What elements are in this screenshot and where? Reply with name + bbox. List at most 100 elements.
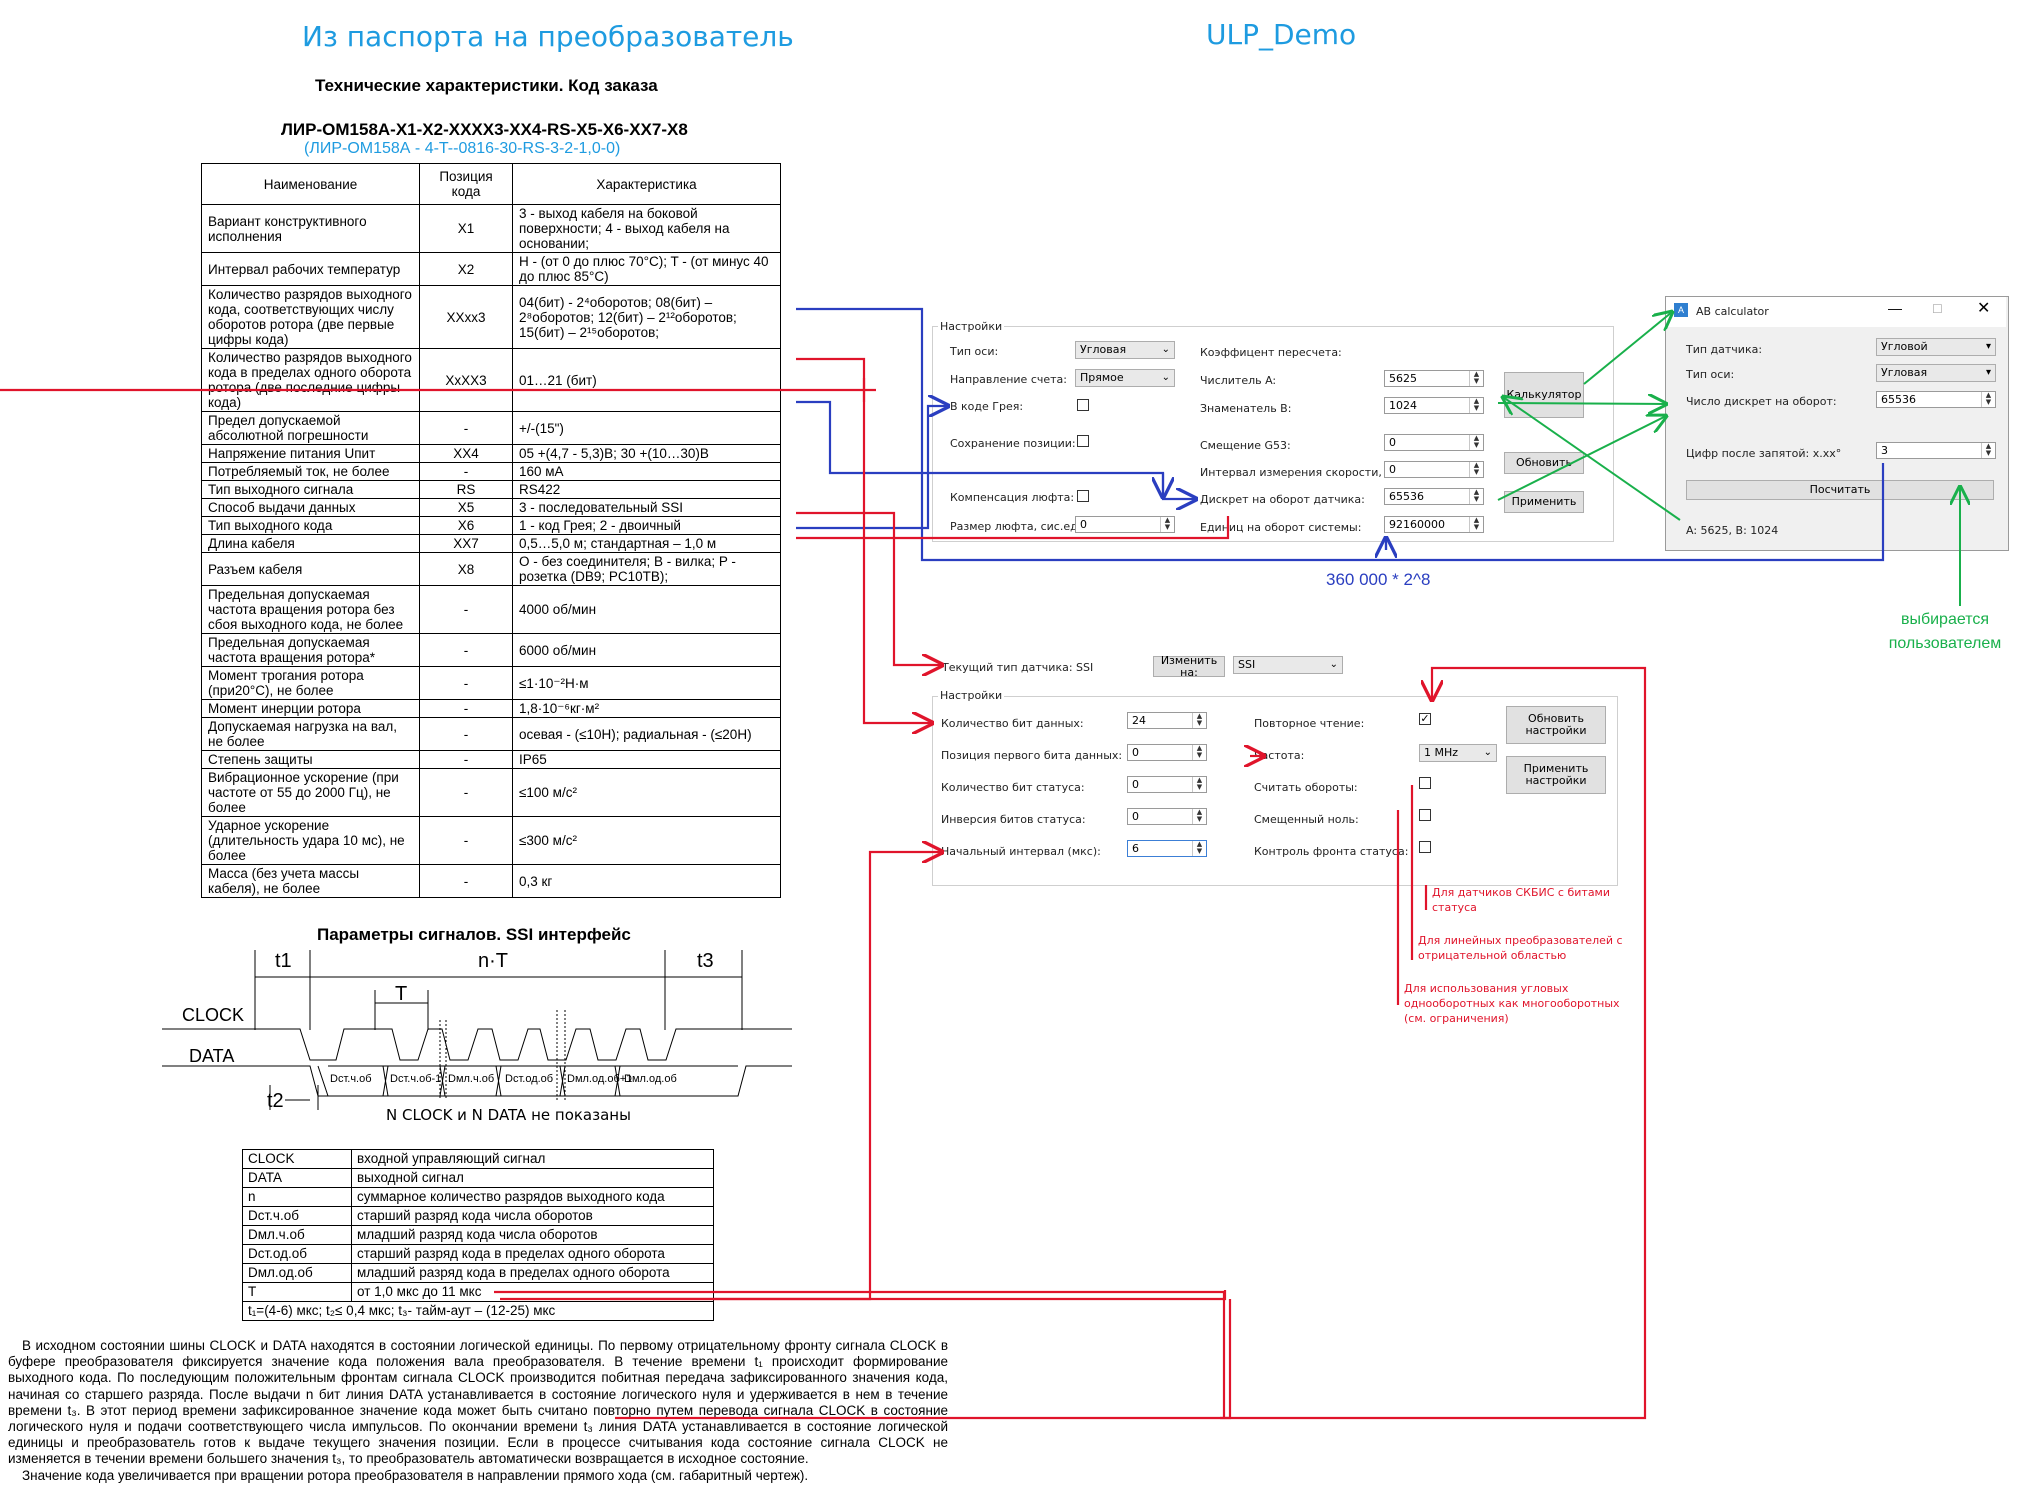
calc-sensor-select[interactable]: Угловой▾ bbox=[1876, 338, 1996, 356]
spin-arrows-icon[interactable]: ▲▼ bbox=[1469, 489, 1483, 504]
save-position-checkbox[interactable] bbox=[1077, 435, 1089, 447]
denominator-input[interactable]: 1024▲▼ bbox=[1384, 397, 1484, 414]
table-row: Предельная допускаемая частота вращения … bbox=[201, 585, 781, 634]
spec-heading: Технические характеристики. Код заказа bbox=[315, 76, 658, 95]
data-bit-label: Dмл.од.об bbox=[624, 1073, 677, 1085]
spin-arrows-icon[interactable]: ▲▼ bbox=[1192, 745, 1206, 760]
change-to-button[interactable]: Изменить на: bbox=[1153, 654, 1225, 678]
coef-label: Коэффицент пересчета: bbox=[1200, 346, 1342, 359]
units-per-turn-input[interactable]: 92160000▲▼ bbox=[1384, 516, 1484, 533]
spec-cell-val: 1 - код Грея; 2 - двоичный bbox=[512, 516, 781, 535]
first-bit-input[interactable]: 0▲▼ bbox=[1127, 744, 1207, 761]
app-icon: A bbox=[1674, 303, 1688, 317]
close-icon[interactable]: ✕ bbox=[1977, 300, 1991, 317]
discrete-per-turn-input[interactable]: 65536▲▼ bbox=[1384, 488, 1484, 505]
gray-code-checkbox[interactable] bbox=[1077, 399, 1089, 411]
data-bit-label: Dст.ч.об-1 bbox=[390, 1073, 442, 1085]
offset-zero-checkbox[interactable] bbox=[1419, 809, 1431, 821]
table-row: Количество разрядов выходного кода в пре… bbox=[201, 348, 781, 412]
spin-arrows-icon[interactable]: ▲▼ bbox=[1160, 517, 1174, 532]
count-turns-checkbox[interactable] bbox=[1419, 777, 1431, 789]
frequency-select[interactable]: 1 MHz⌄ bbox=[1419, 744, 1497, 762]
spec-cell-val: 3 - последовательный SSI bbox=[512, 498, 781, 517]
refresh-settings-button[interactable]: Обновить настройки bbox=[1506, 706, 1606, 744]
spin-arrows-icon[interactable]: ▲▼ bbox=[1192, 809, 1206, 824]
spec-cell-pos: XX7 bbox=[419, 534, 513, 553]
spin-arrows-icon[interactable]: ▲▼ bbox=[1469, 435, 1483, 450]
legend-cell-v: выходной сигнал bbox=[351, 1168, 714, 1188]
spec-header-cell: Позиция кода bbox=[419, 163, 513, 205]
calc-axis-label: Тип оси: bbox=[1686, 368, 1735, 381]
spin-arrows-icon[interactable]: ▲▼ bbox=[1981, 392, 1995, 407]
legend-cell-k: DATA bbox=[242, 1168, 352, 1188]
legend-cell-k: T bbox=[242, 1282, 352, 1302]
spec-cell-val: O - без соединителя; B - вилка; P - розе… bbox=[512, 552, 781, 586]
apply-settings-button[interactable]: Применить настройки bbox=[1506, 756, 1606, 794]
spec-cell-pos: - bbox=[419, 411, 513, 445]
table-row: Потребляемый ток, не более-160 мА bbox=[201, 462, 781, 481]
spin-arrows-icon[interactable]: ▲▼ bbox=[1192, 841, 1206, 856]
example-code: (ЛИР-ОМ158А - 4-T--0816-30-RS-3-2-1,0-0) bbox=[304, 140, 621, 157]
initial-interval-input[interactable]: 6▲▼ bbox=[1127, 840, 1207, 857]
maximize-icon[interactable]: ☐ bbox=[1932, 302, 1943, 316]
ssi-settings-group-label: Настройки bbox=[938, 689, 1005, 702]
repeat-read-checkbox[interactable]: ✓ bbox=[1419, 713, 1431, 725]
calc-compute-button[interactable]: Посчитать bbox=[1686, 480, 1994, 500]
legend-cell-v: от 1,0 мкс до 11 мкс bbox=[351, 1282, 714, 1302]
denominator-label: Знаменатель B: bbox=[1200, 402, 1292, 415]
status-inversion-label: Инверсия битов статуса: bbox=[941, 813, 1086, 826]
spec-cell-name: Количество разрядов выходного кода в пре… bbox=[201, 348, 420, 412]
spin-arrows-icon[interactable]: ▲▼ bbox=[1469, 462, 1483, 477]
ab-calculator-window bbox=[1665, 296, 2009, 551]
direction-select[interactable]: Прямое⌄ bbox=[1075, 369, 1175, 387]
data-bit-label: Dст.ч.об bbox=[330, 1073, 372, 1085]
spec-cell-name: Количество разрядов выходного кода, соот… bbox=[201, 285, 420, 349]
calc-axis-select[interactable]: Угловая▾ bbox=[1876, 364, 1996, 382]
status-bits-input[interactable]: 0▲▼ bbox=[1127, 776, 1207, 793]
axis-type-select[interactable]: Угловая⌄ bbox=[1075, 341, 1175, 359]
numerator-input[interactable]: 5625▲▼ bbox=[1384, 370, 1484, 387]
spin-arrows-icon[interactable]: ▲▼ bbox=[1469, 517, 1483, 532]
minimize-icon[interactable]: — bbox=[1888, 300, 1902, 316]
g53-input[interactable]: 0▲▼ bbox=[1384, 434, 1484, 451]
spin-arrows-icon[interactable]: ▲▼ bbox=[1469, 371, 1483, 386]
frequency-label: Частота: bbox=[1254, 749, 1305, 762]
data-bit-label: Dмл.од.об+1 bbox=[567, 1073, 633, 1085]
spec-cell-pos: X8 bbox=[419, 552, 513, 586]
spec-cell-name: Длина кабеля bbox=[201, 534, 420, 553]
clock-label: CLOCK bbox=[182, 1005, 245, 1025]
calculator-button[interactable]: Калькулятор bbox=[1504, 372, 1584, 418]
refresh-button[interactable]: Обновить bbox=[1504, 452, 1584, 474]
spin-arrows-icon[interactable]: ▲▼ bbox=[1469, 398, 1483, 413]
status-front-checkbox[interactable] bbox=[1419, 841, 1431, 853]
calc-digits-input[interactable]: 3▲▼ bbox=[1876, 442, 1996, 459]
spin-arrows-icon[interactable]: ▲▼ bbox=[1981, 443, 1995, 458]
spin-arrows-icon[interactable]: ▲▼ bbox=[1192, 777, 1206, 792]
spec-cell-val: RS422 bbox=[512, 480, 781, 499]
repeat-read-label: Повторное чтение: bbox=[1254, 717, 1365, 730]
offset-zero-label: Смещенный ноль: bbox=[1254, 813, 1359, 826]
data-bits-input[interactable]: 24▲▼ bbox=[1127, 712, 1207, 729]
backlash-checkbox[interactable] bbox=[1077, 490, 1089, 502]
backlash-size-input[interactable]: 0▲▼ bbox=[1075, 516, 1175, 533]
spin-arrows-icon[interactable]: ▲▼ bbox=[1192, 713, 1206, 728]
calc-title: AB calculator bbox=[1696, 305, 1769, 318]
status-inversion-input[interactable]: 0▲▼ bbox=[1127, 808, 1207, 825]
spec-cell-name: Масса (без учета массы кабеля), не более bbox=[201, 864, 420, 898]
apply-button[interactable]: Применить bbox=[1504, 491, 1584, 513]
change-sensor-select[interactable]: SSI⌄ bbox=[1233, 656, 1343, 674]
ssi-paragraph: В исходном состоянии шины CLOCK и DATA н… bbox=[8, 1338, 948, 1467]
spec-cell-val: H - (от 0 до плюс 70°C); T - (от минус 4… bbox=[512, 252, 781, 286]
speed-interval-input[interactable]: 0▲▼ bbox=[1384, 461, 1484, 478]
left-title: Из паспорта на преобразователь bbox=[302, 20, 794, 53]
calc-discrete-input[interactable]: 65536▲▼ bbox=[1876, 391, 1996, 408]
table-row: Момент трогания ротора (при20°C), не бол… bbox=[201, 666, 781, 700]
